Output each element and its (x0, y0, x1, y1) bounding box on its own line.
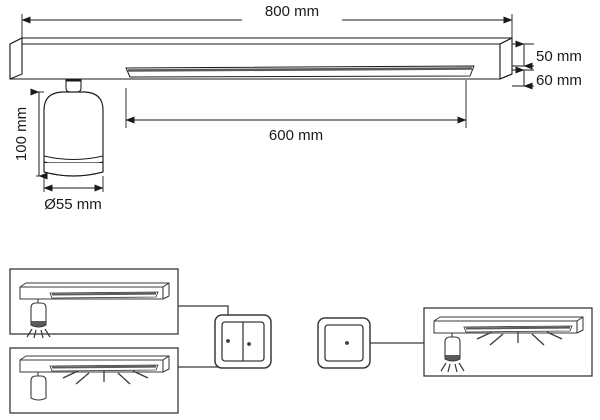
strip-light-rays (476, 331, 563, 346)
ray (489, 333, 504, 346)
scene-panel-strip-on (9, 347, 179, 414)
switch-terminal-left[interactable] (226, 339, 230, 343)
fixture-left-end-cap (9, 37, 23, 80)
ray (40, 329, 44, 339)
ray (33, 329, 37, 339)
two-gang-switch[interactable] (214, 314, 272, 369)
ray (440, 362, 447, 372)
mini-spot-body (30, 375, 47, 397)
ray (117, 372, 131, 385)
dimension-body-height: 50 mm (512, 40, 582, 70)
strip-light-rays (62, 370, 149, 385)
mini-spot-luminaire (444, 333, 461, 362)
wiring-diagram-left (9, 268, 272, 414)
dimension-spot-diameter: Ø55 mm (43, 176, 104, 213)
main-elevation: 800 mm (9, 2, 582, 213)
ray (132, 370, 149, 379)
track-fixture-body (9, 37, 513, 80)
spot-ring-groove-1 (43, 155, 104, 160)
dimension-strip-length: 600 mm (125, 80, 467, 144)
dimension-600mm-label: 600 mm (269, 127, 323, 144)
dim-label-bg (246, 122, 346, 142)
switch-inner-plate (324, 324, 364, 362)
spot-light-rays (440, 362, 465, 373)
fixture-bottom-edge (10, 73, 513, 80)
mini-spot-aperture-dark (30, 394, 47, 401)
ray (62, 370, 79, 379)
ray (476, 331, 493, 340)
mini-spot-aperture-lit (444, 355, 461, 362)
spot-aperture-opening (43, 171, 104, 177)
ray (26, 328, 33, 338)
dimension-60mm-label: 60 mm (536, 72, 582, 89)
mini-fixture-top (433, 316, 584, 322)
ray (44, 328, 51, 338)
spot-light-rays (26, 328, 51, 339)
strip-lens-shading (127, 67, 473, 72)
mini-strip-lens (51, 365, 157, 369)
ray (454, 363, 458, 373)
spot-mounting-stem (65, 79, 82, 93)
mini-strip-lens (51, 292, 157, 296)
dimension-overall-length: 800 mm (21, 2, 513, 44)
fixture-top-face (9, 37, 513, 45)
dimension-100mm-label: 100 mm (13, 107, 30, 161)
mini-track-fixture (19, 282, 170, 300)
spot-cylinder-body (43, 91, 104, 164)
mini-spot-aperture-lit (30, 321, 47, 328)
mini-strip-lens (465, 326, 571, 330)
mini-spot-luminaire (30, 299, 47, 328)
mini-track-fixture (433, 316, 584, 334)
fixture-right-end-cap (499, 37, 513, 80)
mini-fixture-top (19, 282, 170, 288)
wiring-diagram-right (317, 307, 593, 377)
one-gang-switch[interactable] (317, 317, 371, 369)
dimension-diameter-label: Ø55 mm (44, 196, 102, 213)
mini-track-fixture (19, 355, 170, 373)
dimension-800mm-label: 800 mm (265, 3, 319, 20)
ray (531, 333, 545, 346)
dimension-spot-height: 100 mm (13, 88, 48, 180)
dim-label-bg (242, 2, 342, 21)
mini-fixture-end-cap (162, 355, 170, 373)
switch-terminal[interactable] (345, 341, 349, 345)
dimension-50mm-label: 50 mm (536, 48, 582, 65)
ray (447, 363, 451, 373)
mini-spot-luminaire (30, 372, 47, 401)
mini-fixture-top (19, 355, 170, 361)
mini-spot-body (30, 302, 47, 324)
ray (458, 362, 465, 372)
scene-panel-spot-on (9, 268, 179, 339)
ray (546, 331, 563, 340)
spot-luminaire (43, 79, 104, 177)
dimension-total-height: 60 mm (512, 66, 582, 90)
mini-fixture-end-cap (576, 316, 584, 334)
switch-terminal-right[interactable] (247, 342, 251, 346)
mini-spot-body (444, 336, 461, 358)
scene-panel-both-on (423, 307, 593, 377)
mini-fixture-end-cap (162, 282, 170, 300)
ray (75, 372, 90, 385)
